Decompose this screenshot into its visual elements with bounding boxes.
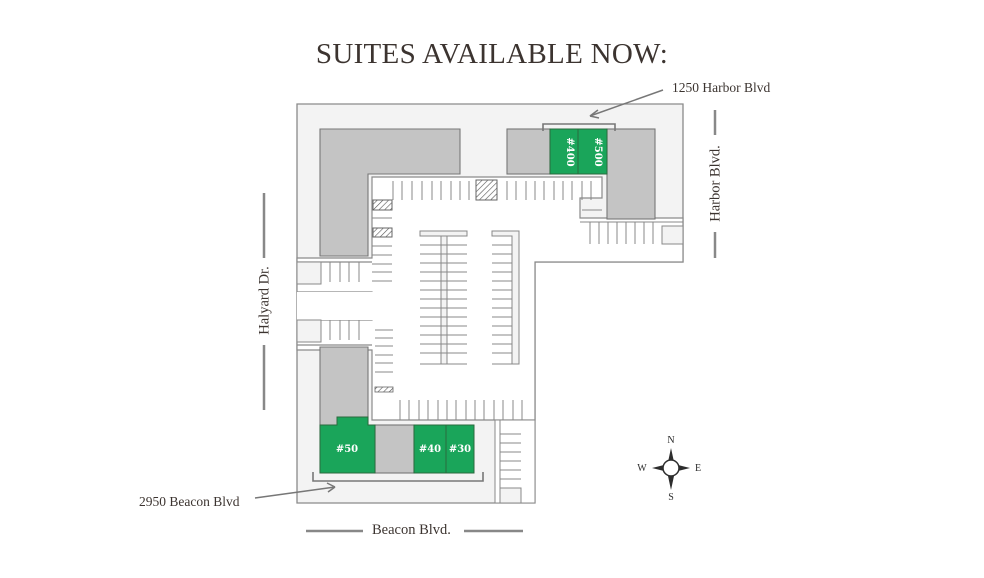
suite-400-label: #400 xyxy=(564,137,575,166)
address-north-label: 1250 Harbor Blvd xyxy=(672,80,771,95)
suite-30 xyxy=(445,424,475,474)
suite-500-label: #500 xyxy=(592,137,603,166)
suite-400 xyxy=(549,128,579,175)
bracket-south xyxy=(312,472,484,482)
bracket-north xyxy=(542,123,616,131)
suite-50 xyxy=(319,416,376,474)
building-northwest xyxy=(319,128,461,257)
suite-30-label: #30 xyxy=(449,444,471,455)
suite-40 xyxy=(413,424,447,474)
street-east-label: Harbor Blvd. xyxy=(707,145,724,222)
compass-east: E xyxy=(695,463,701,474)
street-south-label: Beacon Blvd. xyxy=(372,522,451,538)
building-south-middle xyxy=(374,424,415,474)
compass-west: W xyxy=(637,463,647,474)
building-northeast xyxy=(606,128,656,220)
address-south-label: 2950 Beacon Blvd xyxy=(139,494,240,509)
compass-north: N xyxy=(667,435,674,446)
compass-south: S xyxy=(668,492,674,503)
suite-500 xyxy=(577,128,608,175)
suite-50-label: #50 xyxy=(336,444,358,455)
building-north-left xyxy=(506,128,551,175)
street-west-label: Halyard Dr. xyxy=(256,266,273,335)
compass-icon: N S W E xyxy=(637,435,701,503)
accessible-space xyxy=(475,179,498,201)
suite-40-label: #40 xyxy=(419,444,441,455)
page-title: SUITES AVAILABLE NOW: xyxy=(315,38,669,70)
